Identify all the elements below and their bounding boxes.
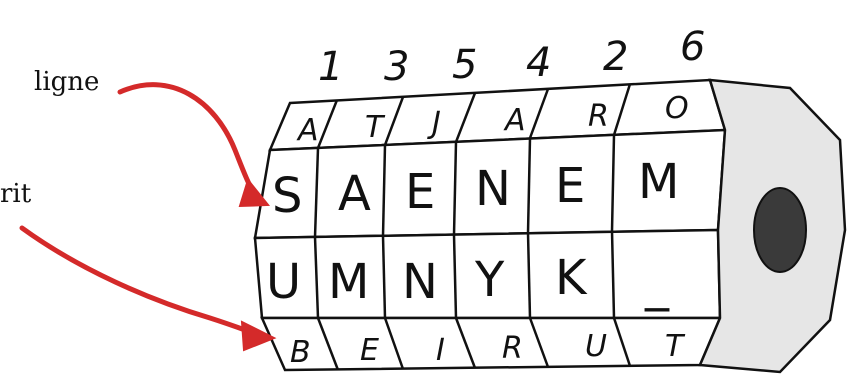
cylinder-letter: O xyxy=(665,91,689,126)
cylinder-letter: K xyxy=(555,250,588,306)
cylinder-letter: T xyxy=(365,110,386,145)
bottom-arrow xyxy=(22,228,262,336)
top-arrow xyxy=(120,85,260,200)
cylinder-letter: A xyxy=(338,166,371,222)
cylinder-body xyxy=(255,80,725,370)
cylinder-letter: B xyxy=(290,335,311,370)
column-order-numbers: 1 3 5 4 2 6 xyxy=(318,24,705,90)
column-number: 4 xyxy=(526,40,551,86)
bottom-band xyxy=(262,318,720,370)
column-number: 5 xyxy=(452,42,477,88)
cylinder-letter: U xyxy=(585,329,607,364)
top-annotation-label: ligne xyxy=(34,67,99,97)
cylinder-letter: E xyxy=(405,164,435,220)
cylinder-letter: _ xyxy=(644,256,670,312)
annotation-arrows xyxy=(22,85,274,350)
cylinder-letter: U xyxy=(266,254,301,310)
cylinder-letter: M xyxy=(638,154,679,210)
end-hole xyxy=(754,188,806,272)
cylinder-letter: E xyxy=(555,158,585,214)
cylinder-letter: T xyxy=(665,329,686,364)
column-number: 2 xyxy=(603,34,628,80)
cylinder-letter: S xyxy=(272,168,302,224)
column-number: 3 xyxy=(384,44,409,90)
cylinder-letter: A xyxy=(296,113,319,148)
cylinder-letter: M xyxy=(328,254,369,310)
cylinder-letter: Y xyxy=(474,252,505,308)
cylinder-letter: R xyxy=(588,99,609,134)
column-number: 6 xyxy=(680,24,705,70)
cylinder-letter: E xyxy=(360,333,379,368)
cylinder-letter: R xyxy=(502,331,523,366)
cylinder-letter: I xyxy=(436,333,445,368)
cylinder-letter: A xyxy=(503,103,526,138)
column-number: 1 xyxy=(318,44,343,90)
cylinder-letter: N xyxy=(475,161,511,217)
bottom-annotation-label: rit xyxy=(0,179,32,209)
cylinder-letter: N xyxy=(402,254,438,310)
